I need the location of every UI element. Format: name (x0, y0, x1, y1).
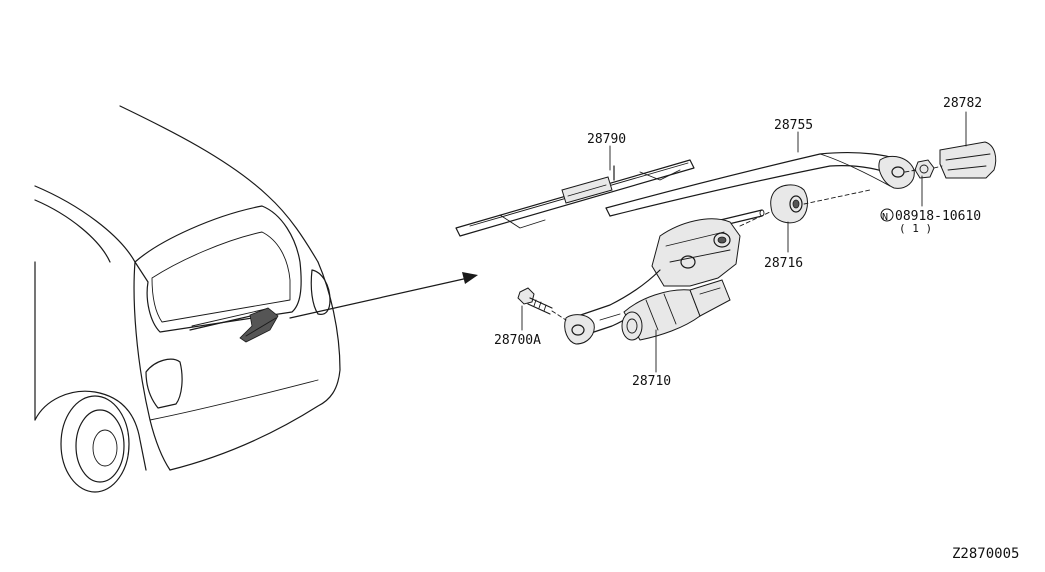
pivot-cap (939, 141, 997, 179)
label-28710: 28710 (632, 374, 671, 389)
leader-lines (521, 111, 967, 373)
mount-bolt (517, 287, 567, 321)
label-28790: 28790 (587, 132, 626, 147)
diagram-code: Z2870005 (952, 546, 1019, 562)
label-28755: 28755 (774, 118, 813, 133)
nut-symbol-circle (880, 208, 894, 222)
label-28716: 28716 (764, 256, 803, 271)
wiper-motor (564, 209, 765, 345)
wiper-arm (605, 152, 915, 217)
part-labels: 28790 28755 28782 N 08918-10610 ( 1 ) 28… (494, 96, 1019, 562)
label-nut-qty: ( 1 ) (899, 222, 932, 235)
label-28782: 28782 (943, 96, 982, 111)
label-08918-10610: 08918-10610 (895, 209, 981, 224)
car-rear-illustration (34, 105, 341, 493)
pivot-seal (739, 184, 871, 227)
detail-arrow (289, 272, 478, 319)
label-nut-symbol: N (882, 212, 888, 223)
nut (904, 159, 943, 179)
label-28700A: 28700A (494, 333, 541, 348)
wiper-blade (455, 159, 695, 237)
